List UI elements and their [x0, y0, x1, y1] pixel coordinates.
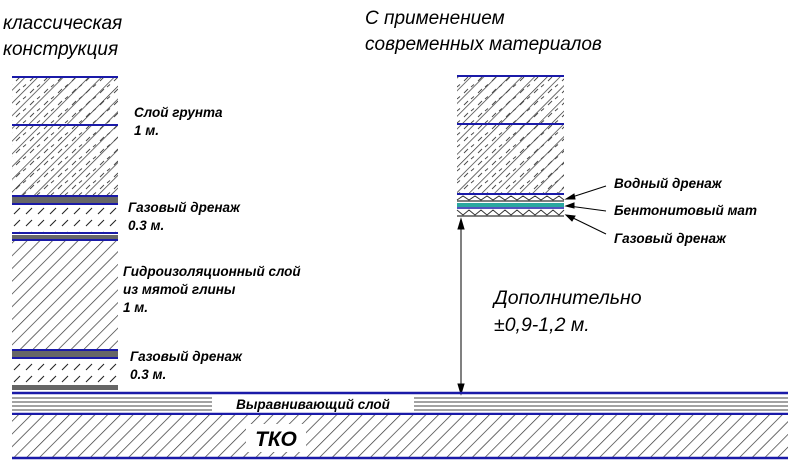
- dimension-arrowhead-top: [457, 217, 465, 230]
- heading-modern-line1: С применением: [365, 8, 505, 29]
- leveling-layer-label: Выравнивающий слой: [236, 397, 391, 412]
- modern-water-drain: [456, 195, 565, 201]
- heading-classic-line1: классическая: [3, 13, 122, 34]
- arrowhead-bentonite: [564, 202, 575, 209]
- arrowhead-water-drain: [564, 193, 576, 200]
- leader-bentonite: [568, 205, 607, 212]
- waste-label: ТКО: [255, 428, 297, 451]
- label-clay-line2: из мятой глины: [123, 282, 236, 297]
- classic-clay-layer: [12, 241, 118, 349]
- label-bentonite-mat: Бентонитовый мат: [614, 203, 757, 218]
- leader-gas-drain: [568, 215, 607, 235]
- label-clay-thickness: 1 м.: [123, 300, 148, 315]
- classic-column: [12, 76, 118, 390]
- label-soil-name: Слой грунта: [134, 105, 223, 120]
- label-gas-drain-2-thickness: 0.3 м.: [130, 367, 166, 382]
- modern-gas-drain: [456, 209, 565, 216]
- modern-leaders: [564, 185, 607, 235]
- classic-gas-drain-2: [12, 359, 118, 385]
- label-gas-drain-1-name: Газовый дренаж: [128, 200, 241, 215]
- heading-modern-line2: современных материалов: [365, 34, 602, 55]
- arrowhead-gas-drain: [564, 214, 576, 222]
- modern-labels: Водный дренаж Бентонитовый мат Газовый д…: [614, 176, 757, 246]
- label-gas-drain-1-thickness: 0.3 м.: [128, 218, 164, 233]
- dimension-arrow: [457, 217, 465, 396]
- label-water-drain: Водный дренаж: [614, 176, 723, 191]
- waste-layer-hatch: [12, 415, 788, 458]
- modern-bentonite-mat: [457, 203, 564, 207]
- extra-note-line1: Дополнительно: [492, 287, 642, 309]
- heading-modern: С применением современных материалов: [365, 8, 602, 55]
- classic-gas-drain-1-gravel: [12, 196, 118, 204]
- classic-labels: Слой грунта 1 м. Газовый дренаж 0.3 м. Г…: [123, 105, 301, 382]
- extra-thickness-note: Дополнительно ±0,9-1,2 м.: [492, 287, 642, 336]
- modern-column: [456, 75, 565, 217]
- waste-layer: ТКО: [12, 415, 788, 460]
- heading-classic: классическая конструкция: [3, 13, 122, 60]
- classic-gas-drain-1: [12, 206, 118, 232]
- label-gas-drain-2-name: Газовый дренаж: [130, 349, 243, 364]
- classic-gas-drain-2-gravel: [12, 351, 118, 357]
- label-clay-line1: Гидроизоляционный слой: [123, 264, 301, 279]
- heading-classic-line2: конструкция: [3, 39, 118, 60]
- leader-water-drain: [568, 185, 607, 199]
- leveling-layer: Выравнивающий слой: [12, 391, 788, 416]
- label-soil-thickness: 1 м.: [134, 123, 159, 138]
- extra-note-line2: ±0,9-1,2 м.: [494, 314, 590, 336]
- dimension-arrowhead-bottom: [457, 383, 465, 396]
- classic-soil-layer-dots: [12, 77, 118, 196]
- label-modern-gas-drain: Газовый дренаж: [614, 231, 727, 246]
